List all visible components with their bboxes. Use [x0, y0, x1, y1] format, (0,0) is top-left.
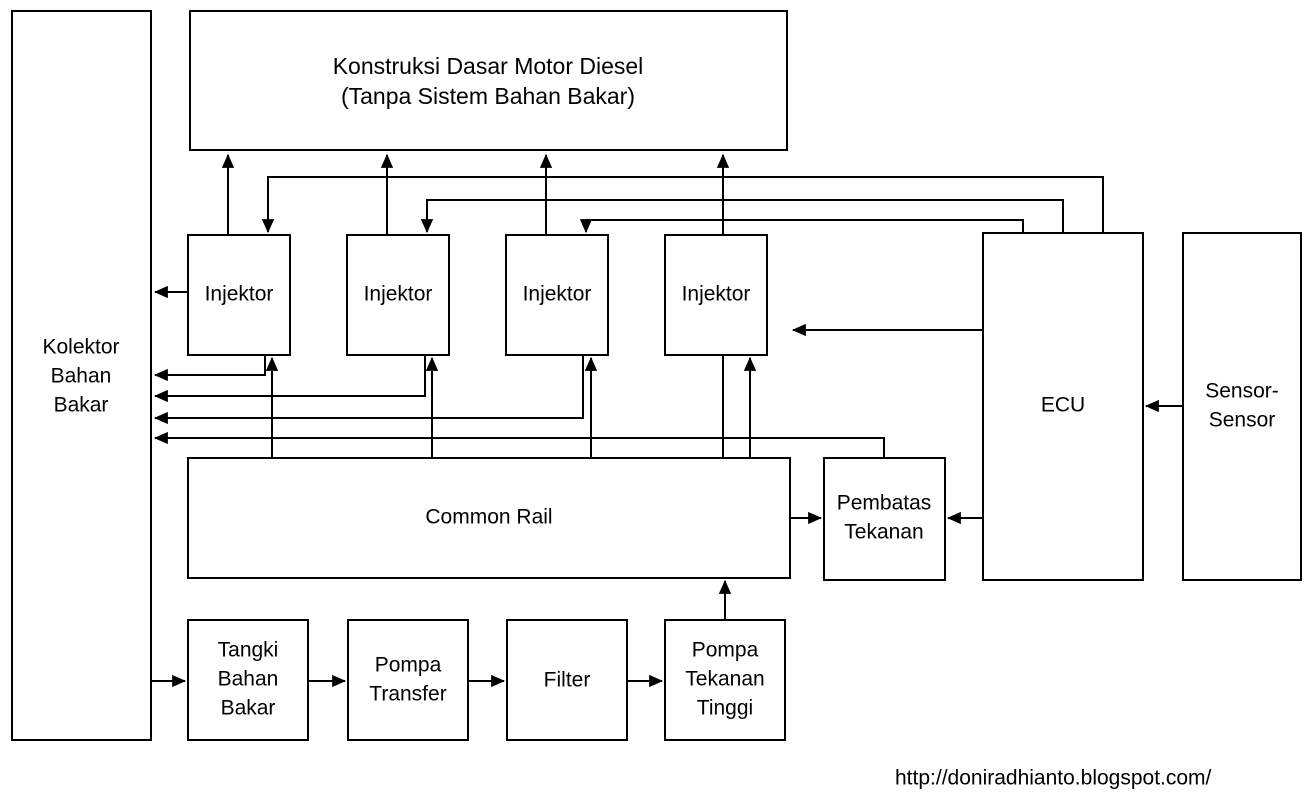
injektor-4-label: Injektor: [682, 283, 751, 306]
engine-block-box[interactable]: Konstruksi Dasar Motor Diesel (Tanpa Sis…: [189, 10, 788, 151]
wire-return-line-3: [153, 355, 584, 425]
injektor-4-box[interactable]: Injektor: [664, 234, 768, 356]
wire-ecu-to-injektor3: [579, 219, 1024, 234]
wire-return-line-2: [153, 355, 426, 403]
injektor-1-label: Injektor: [205, 283, 274, 306]
common-rail-label: Common Rail: [425, 506, 552, 529]
credit-url-label: http://doniradhianto.blogspot.com/: [895, 767, 1212, 790]
pembatas-tekanan-box[interactable]: Pembatas Tekanan: [823, 457, 946, 581]
pompa-tekanan-tinggi-box[interactable]: Pompa Tekanan Tinggi: [664, 619, 786, 741]
pembatas-label-line1: Pembatas: [837, 492, 932, 515]
pembatas-label-line2: Tekanan: [844, 521, 923, 544]
filter-label: Filter: [544, 669, 591, 692]
tangki-bahan-bakar-box[interactable]: Tangki Bahan Bakar: [187, 619, 309, 741]
engine-block-label-line1: Konstruksi Dasar Motor Diesel: [333, 53, 644, 79]
ecu-box[interactable]: ECU: [982, 232, 1144, 581]
sensor-box[interactable]: Sensor- Sensor: [1182, 232, 1302, 581]
injektor-3-label: Injektor: [523, 283, 592, 306]
kolektor-label-line3: Bakar: [54, 394, 109, 417]
wire-ecu-to-injektor1: [261, 176, 1104, 234]
wire-return-line-4: [153, 431, 885, 458]
wire-ecu-to-injektor2: [420, 199, 1064, 234]
engine-block-label-line2: (Tanpa Sistem Bahan Bakar): [341, 83, 635, 109]
wire-return-line-1: [153, 355, 266, 382]
kolektor-bahan-bakar-box[interactable]: Kolektor Bahan Bakar: [11, 10, 152, 741]
pompa-transfer-box[interactable]: Pompa Transfer: [347, 619, 469, 741]
kolektor-label-line2: Bahan: [51, 365, 112, 388]
filter-box[interactable]: Filter: [506, 619, 628, 741]
tangki-label-line2: Bahan: [218, 668, 279, 691]
pompa-tekanan-tinggi-label-line3: Tinggi: [697, 697, 753, 720]
injektor-2-label: Injektor: [364, 283, 433, 306]
injektor-1-box[interactable]: Injektor: [187, 234, 291, 356]
common-rail-box[interactable]: Common Rail: [187, 457, 791, 579]
pompa-tekanan-tinggi-label-line2: Tekanan: [685, 668, 764, 691]
pompa-transfer-label-line2: Transfer: [369, 683, 446, 706]
pompa-transfer-label-line1: Pompa: [375, 654, 442, 677]
injektor-2-box[interactable]: Injektor: [346, 234, 450, 356]
tangki-label-line1: Tangki: [218, 639, 279, 662]
injektor-3-box[interactable]: Injektor: [505, 234, 609, 356]
pompa-tekanan-tinggi-label-line1: Pompa: [692, 639, 759, 662]
ecu-label: ECU: [1041, 394, 1085, 417]
tangki-label-line3: Bakar: [221, 697, 276, 720]
sensor-label-line2: Sensor: [1209, 409, 1276, 432]
kolektor-label-line1: Kolektor: [42, 336, 119, 359]
sensor-label-line1: Sensor-: [1205, 380, 1279, 403]
